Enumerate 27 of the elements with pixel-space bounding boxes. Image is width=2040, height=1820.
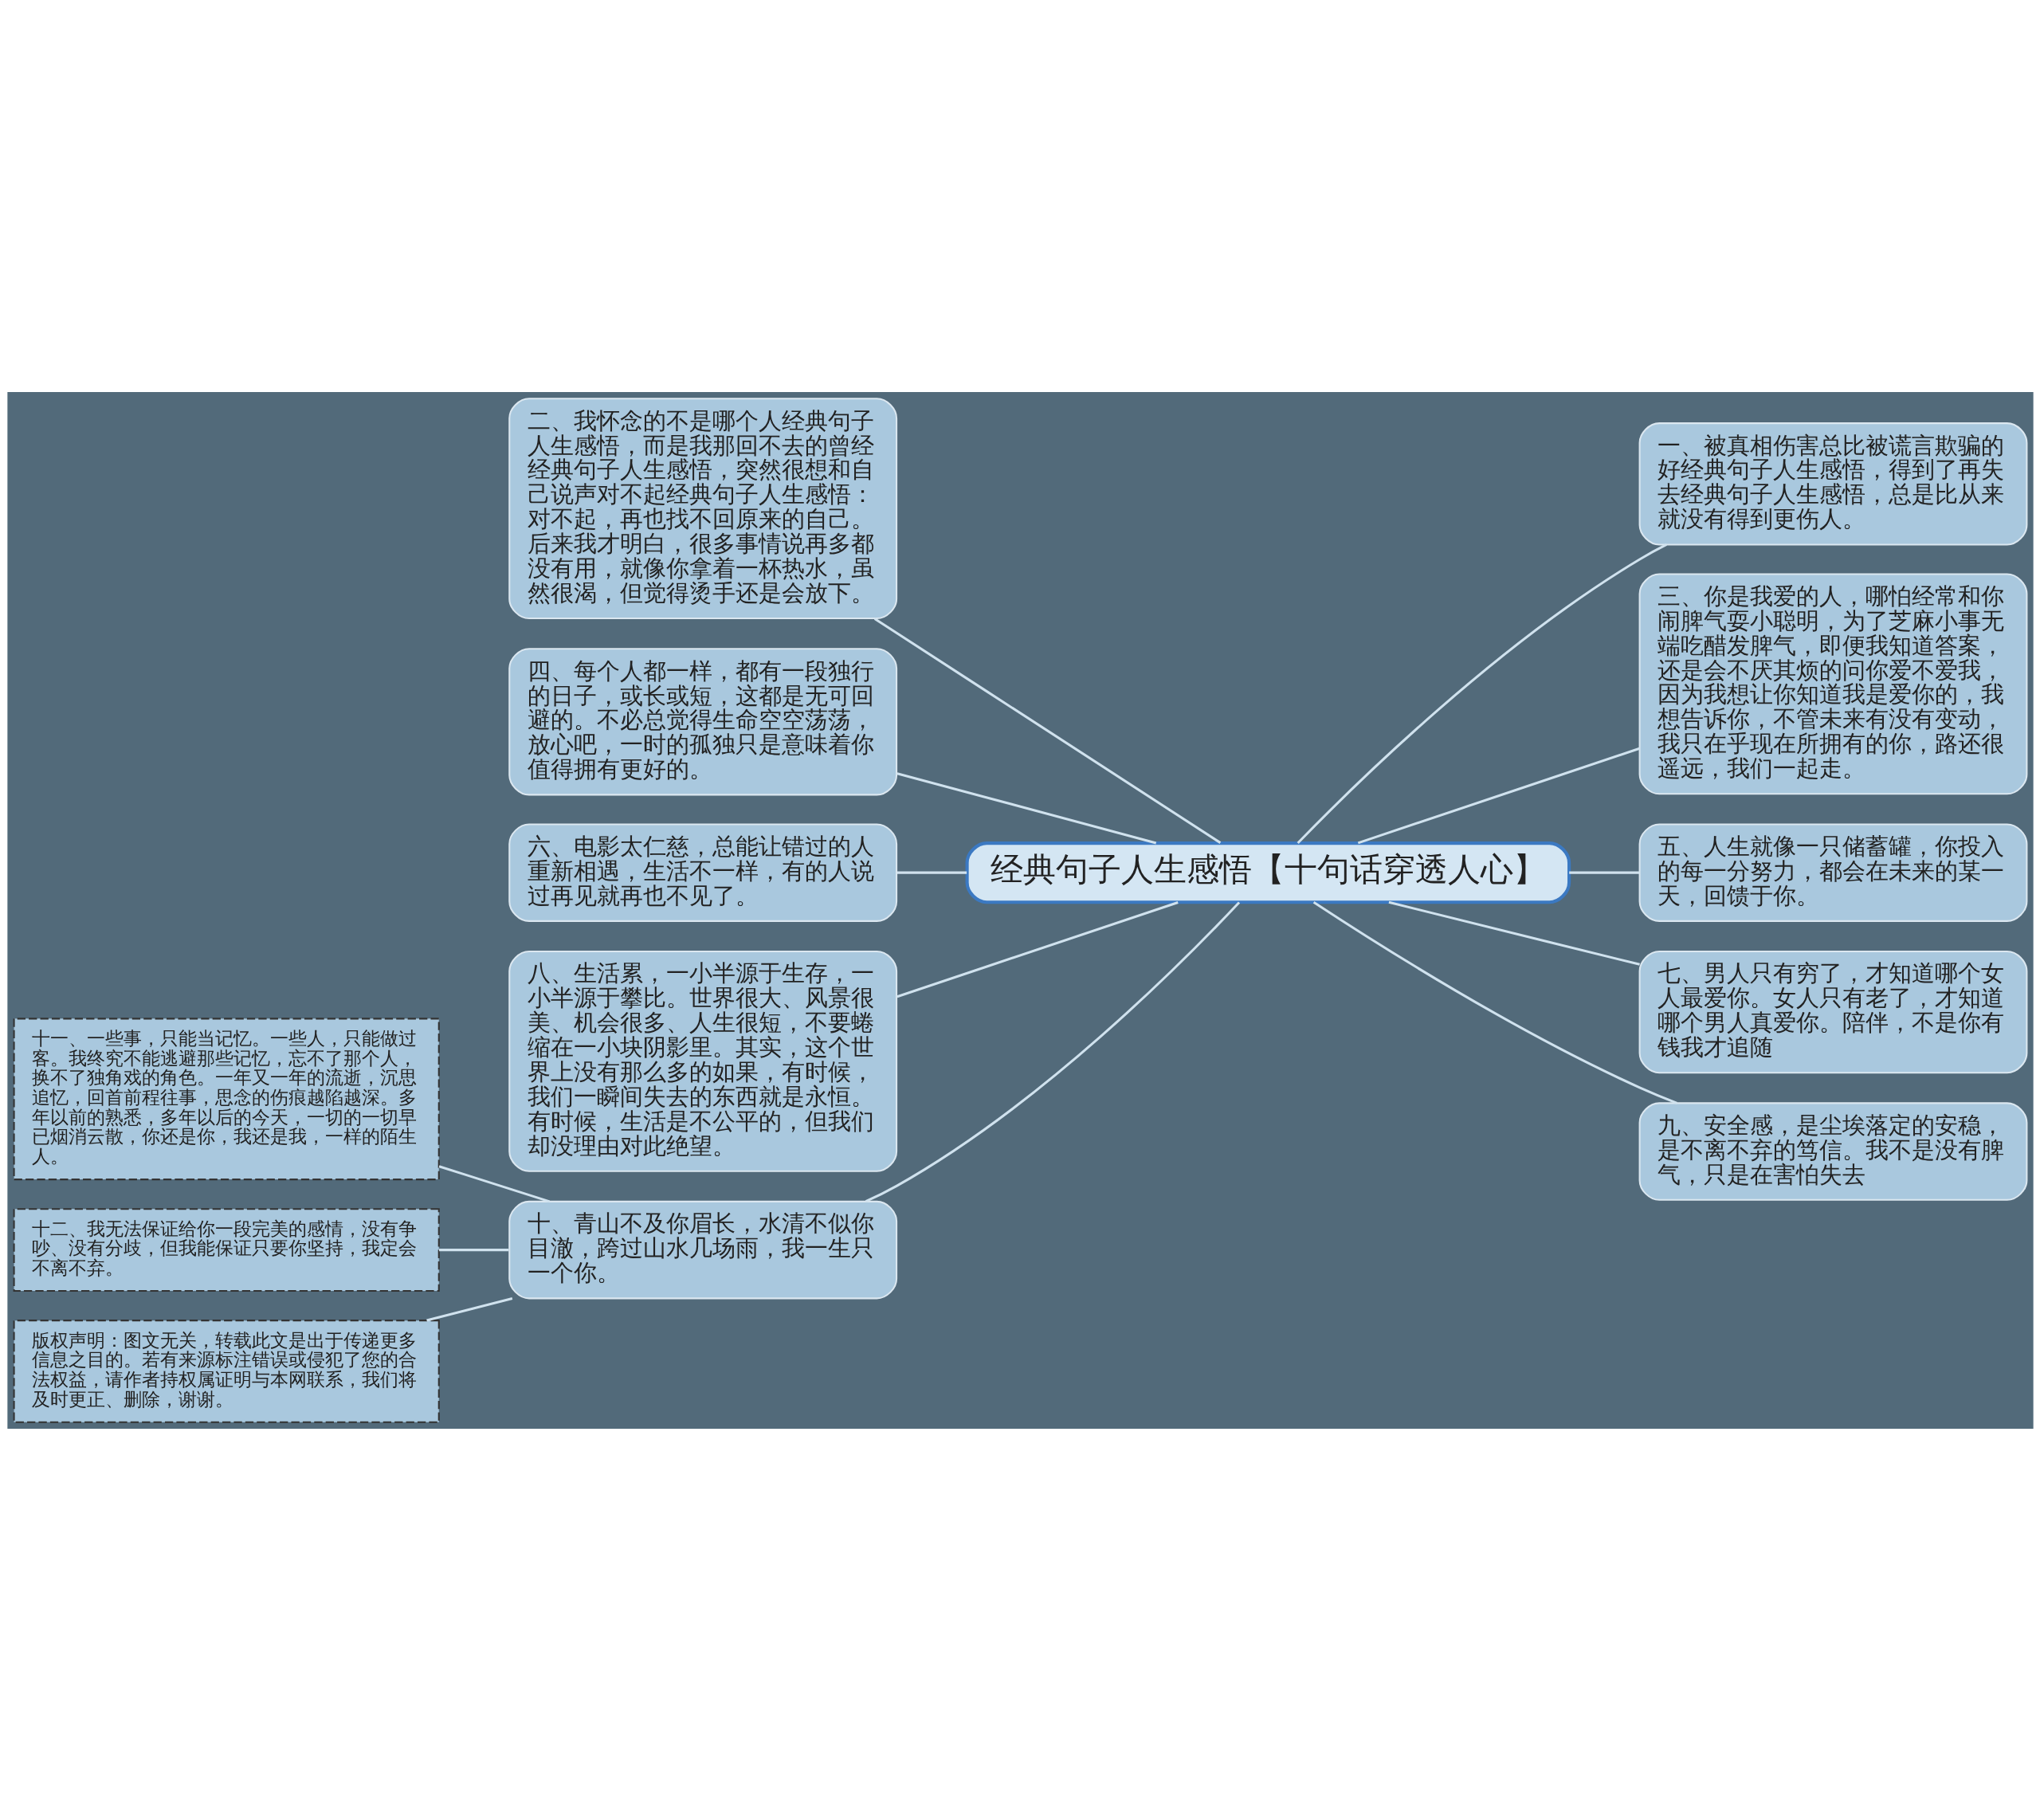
connector: [896, 871, 967, 874]
connector: [873, 617, 1221, 844]
connector: [426, 1296, 512, 1321]
node-box: 八、生活累，一小半源于生存，一小半源于攀比。世界很大、风景很美、机会很多、人生很短，不要蜷缩在一小块阴影里。其实，这个世界上没有那么多的如果，有时候，我们一瞬间失去的东西就是永恒。有时候，生活是不公平的，但我们却没理由对此绝望。: [508, 950, 897, 1172]
node-box: 四、每个人都一样，都有一段独行的日子，或长或短，这都是无可回避的。不必总觉得生命空空荡荡，放心吧，一时的孤独只是意味着你值得拥有更好的。: [508, 647, 897, 795]
node-box: 六、电影太仁慈，总能让错过的人重新相遇，生活不一样，有的人说过再见就再也不见了。: [508, 822, 897, 922]
node-box: 五、人生就像一只储蓄罐，你投入的每一分努力，都会在未来的某一天，回馈于你。: [1638, 822, 2027, 922]
node-box: 十二、我无法保证给你一段完美的感情，没有争吵、没有分歧，但我能保证只要你坚持，我定会不离不弃。: [13, 1207, 440, 1292]
connector: [1312, 900, 1677, 1104]
connector: [438, 1248, 508, 1251]
connector: [896, 900, 1179, 998]
connector: [1297, 543, 1667, 844]
node-box: 三、你是我爱的人，哪怕经常和你闹脾气耍小聪明，为了芝麻小事无端吃醋发脾气，即便我知道答案，还是会不厌其烦的问你爱不爱我，因为我想让你知道我是爱你的，我想告诉你，不管未来有没有变动，我只在乎现在所拥有的你，路还很遥远，我们一起走。: [1638, 572, 2027, 794]
node-box: 版权声明：图文无关，转载此文是出于传递更多信息之目的。若有来源标注错误或侵犯了您的合法权益，请作者持权属证明与本网联系，我们将及时更正、删除，谢谢。: [13, 1319, 440, 1423]
node-box: 十、青山不及你眉长，水清不似你目澈，跨过山水几场雨，我一生只一个你。: [508, 1200, 897, 1299]
node-box: 十一、一些事，只能当记忆。一些人，只能做过客。我终究不能逃避那些记忆，忘不了那个人，换不了独角戏的角色。一年又一年的流逝，沉思追忆，回首前程往事，思念的伤痕越陷越深。多年以前的熟悉，多年以后的今天，一切的一切早已烟消云散，你还是你，我还是我，一样的陌生人。: [13, 1017, 440, 1180]
node-box: 一、被真相伤害总比被谎言欺骗的好经典句子人生感悟，得到了再失去经典句子人生感悟，总是比从来就没有得到更伤人。: [1638, 422, 2027, 545]
node-box: 二、我怀念的不是哪个人经典句子人生感悟，而是我那回不去的曾经经典句子人生感悟，突然很想和自己说声对不起经典句子人生感悟：对不起，再也找不回原来的自己。后来我才明白，很多事情说再多都没有用，就像你拿着一杯热水，虽然很渴，但觉得烫手还是会放下。: [508, 397, 897, 619]
connector: [896, 771, 1156, 844]
node-box: 九、安全感，是尘埃落定的安稳，是不离不弃的笃信。我不是没有脾气，只是在害怕失去: [1638, 1101, 2027, 1201]
connector: [865, 900, 1240, 1202]
connector: [438, 1164, 550, 1202]
node-box: 七、男人只有穷了，才知道哪个女人最爱你。女人只有老了，才知道哪个男人真爱你。陪伴，不是你有钱我才追随: [1638, 950, 2027, 1073]
node-box: 经典句子人生感悟【十句话穿透人心】: [965, 841, 1571, 904]
connector: [1357, 747, 1640, 844]
connector: [1388, 900, 1640, 966]
connector: [1568, 871, 1639, 874]
